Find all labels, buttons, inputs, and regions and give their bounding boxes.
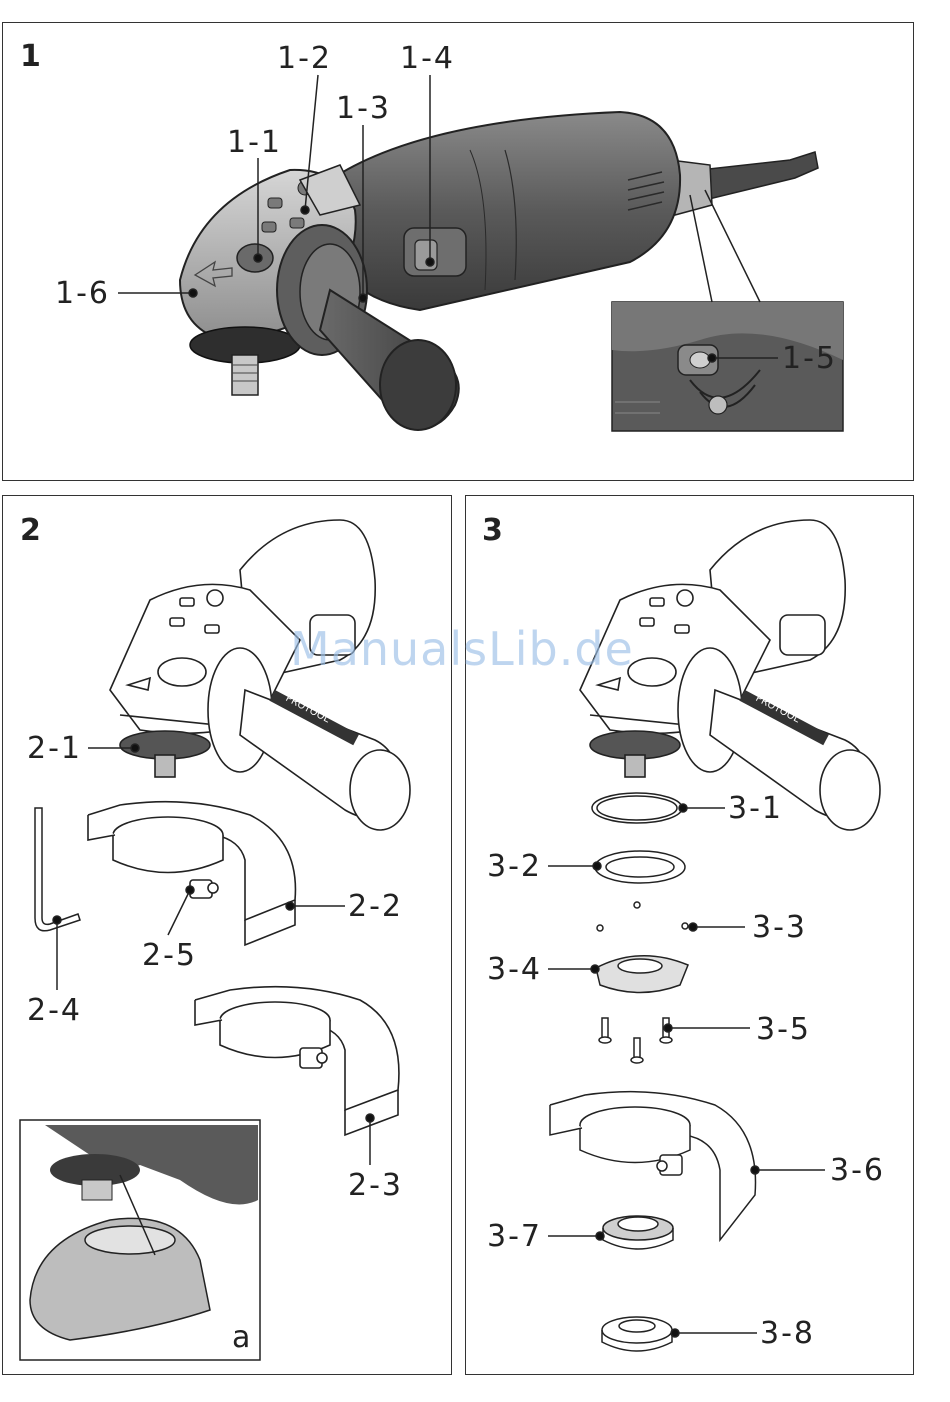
exploded-parts-3 (550, 793, 756, 1351)
callout-2-3: 2-3 (348, 1171, 403, 1201)
figure-1-number: 1 (20, 42, 41, 72)
callout-1-3: 1-3 (336, 94, 391, 124)
callout-3-1: 3-1 (728, 794, 783, 824)
callout-1-4: 1-4 (400, 44, 455, 74)
inset-letter-a: a (232, 1323, 252, 1353)
figure-3-leaders (548, 804, 825, 1337)
callout-1-1: 1-1 (227, 128, 282, 158)
detail-inset-a (20, 1120, 260, 1360)
callout-2-5: 2-5 (142, 941, 197, 971)
callout-3-3: 3-3 (752, 913, 807, 943)
callout-2-1: 2-1 (27, 734, 82, 764)
callout-1-5: 1-5 (782, 344, 837, 374)
figure-2-number: 2 (20, 516, 41, 546)
callout-1-2: 1-2 (277, 44, 332, 74)
figure-3-number: 3 (482, 516, 503, 546)
callout-3-6: 3-6 (830, 1156, 885, 1186)
guard-2-3 (195, 987, 399, 1135)
callout-3-7: 3-7 (487, 1222, 542, 1252)
callout-3-8: 3-8 (760, 1319, 815, 1349)
callout-3-5: 3-5 (756, 1015, 811, 1045)
allen-key (35, 808, 80, 931)
callout-2-2: 2-2 (348, 892, 403, 922)
callout-2-4: 2-4 (27, 996, 82, 1026)
callout-1-6: 1-6 (55, 279, 110, 309)
callout-3-4: 3-4 (487, 955, 542, 985)
watermark: ManualsLib.de (290, 622, 634, 676)
callout-3-2: 3-2 (487, 852, 542, 882)
guard-2-2 (88, 802, 295, 945)
